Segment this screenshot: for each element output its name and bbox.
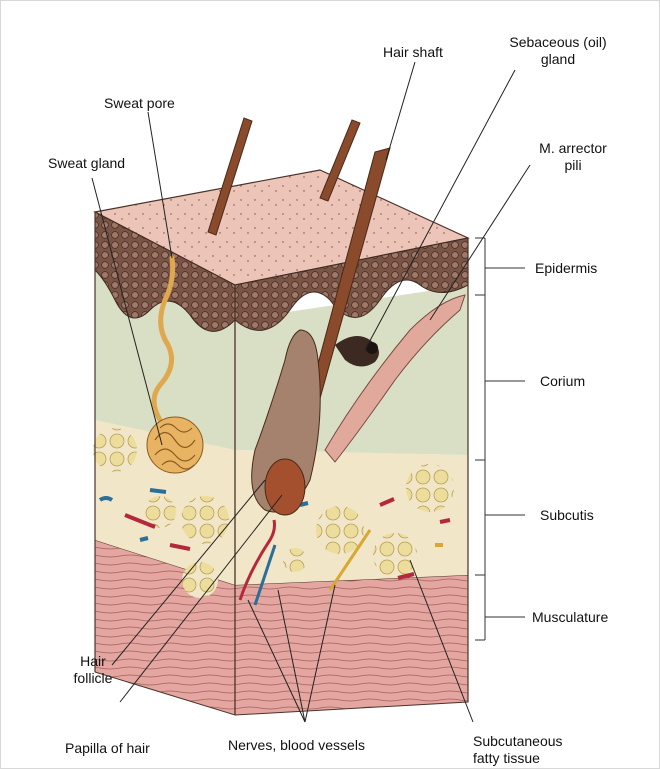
layer-bracket — [475, 238, 525, 640]
label-subcutaneous-line1: Subcutaneous — [473, 733, 613, 750]
label-hair-follicle: Hair follicle — [58, 653, 128, 687]
label-subcutis: Subcutis — [540, 507, 594, 524]
label-hair-follicle-line1: Hair — [58, 653, 128, 670]
label-corium: Corium — [540, 373, 585, 390]
label-papilla: Papilla of hair — [65, 740, 150, 757]
label-sebaceous-gland: Sebaceous (oil) gland — [488, 34, 628, 68]
label-sweat-pore: Sweat pore — [104, 95, 175, 112]
label-subcutaneous-line2: fatty tissue — [473, 750, 613, 767]
label-arrector-line1: M. arrector — [518, 140, 628, 157]
label-epidermis: Epidermis — [535, 260, 597, 277]
papilla-of-hair — [265, 459, 305, 515]
label-sebaceous-line1: Sebaceous (oil) — [488, 34, 628, 51]
label-subcutaneous-fatty-tissue: Subcutaneous fatty tissue — [473, 733, 613, 767]
label-arrector-pili: M. arrector pili — [518, 140, 628, 174]
label-musculature: Musculature — [532, 609, 608, 626]
label-sweat-gland: Sweat gland — [48, 155, 125, 172]
label-hair-follicle-line2: follicle — [58, 670, 128, 687]
label-arrector-line2: pili — [518, 157, 628, 174]
label-nerves: Nerves, blood vessels — [228, 737, 365, 754]
label-sebaceous-line2: gland — [488, 51, 628, 68]
label-hair-shaft: Hair shaft — [383, 44, 443, 61]
